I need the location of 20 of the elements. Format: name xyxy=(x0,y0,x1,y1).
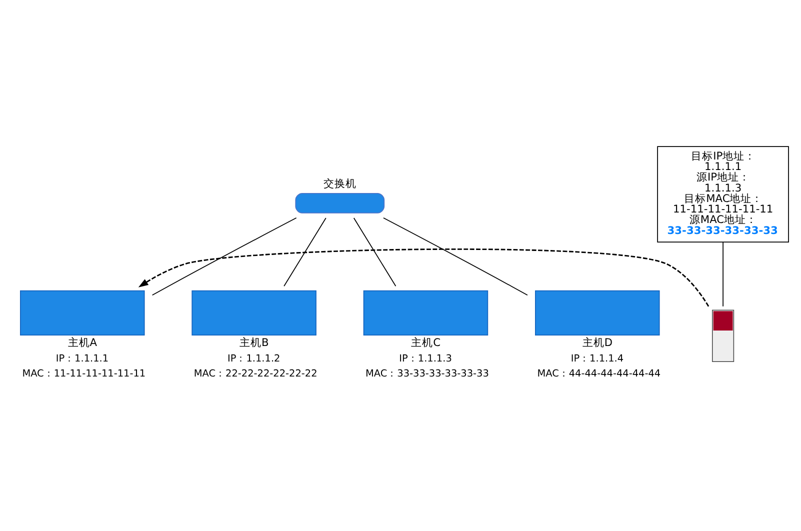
connector xyxy=(284,217,326,286)
node-label: 主机A xyxy=(68,336,98,349)
connector xyxy=(383,216,528,296)
node-label: IP：1.1.1.4 xyxy=(570,352,624,364)
node-label: IP：1.1.1.2 xyxy=(228,352,280,364)
node-label: 主机D xyxy=(582,336,613,349)
node-label: 主机B xyxy=(239,336,269,349)
node-label: 交换机 xyxy=(324,176,357,190)
node-label: MAC：22-22-22-22-22-22 xyxy=(194,368,318,379)
connector xyxy=(722,241,724,306)
node-box: 目标IP地址： 1.1.1.1 源IP地址： 1.1.1.3 目标MAC地址： 11-11-11-11-11-11 源MAC地址： 33-33-33-33-33-33 xyxy=(657,146,789,242)
node-label: IP：1.1.1.3 xyxy=(399,352,452,364)
node-label: IP：1.1.1.1 xyxy=(56,352,109,364)
node-label: MAC：11-11-11-11-11-11 xyxy=(22,368,146,379)
node-label: MAC：33-33-33-33-33-33 xyxy=(366,368,489,379)
arrow xyxy=(138,248,710,306)
node-label: MAC：44-44-44-44-44-44 xyxy=(537,368,661,379)
connector xyxy=(152,216,297,296)
connector xyxy=(353,217,396,286)
node-label: 主机C xyxy=(411,336,441,349)
